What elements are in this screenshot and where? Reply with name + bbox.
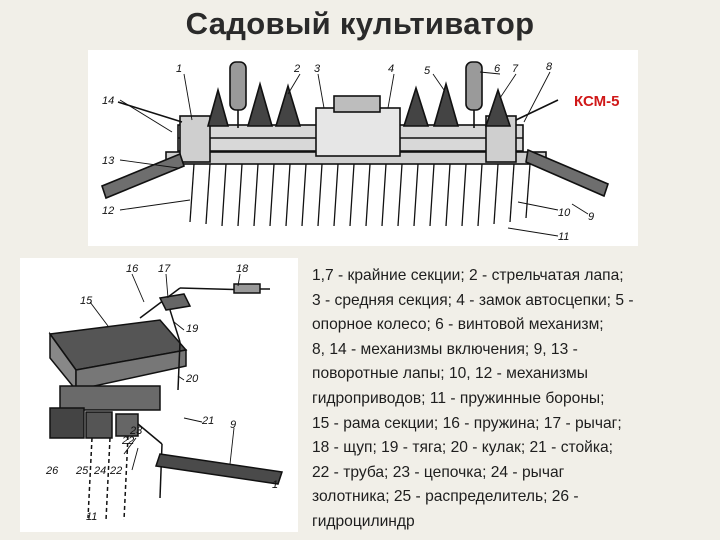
- callout-26: 26: [45, 465, 59, 477]
- callout-8: 8: [546, 61, 553, 73]
- legend-line: 3 - средняя секция; 4 - замок автосцепки…: [312, 291, 634, 309]
- callout-9: 9: [230, 419, 236, 431]
- legend-line: гидроприводов; 11 - пружинные бороны;: [312, 389, 605, 407]
- callout-9: 9: [588, 211, 594, 223]
- callout-1: 1: [176, 63, 182, 75]
- legend-line: 18 - щуп; 19 - тяга; 20 - кулак; 21 - ст…: [312, 439, 614, 457]
- callout-12: 12: [102, 205, 114, 217]
- callout-14: 14: [102, 95, 114, 107]
- callout-11: 11: [86, 511, 97, 523]
- legend-line: опорное колесо; 6 - винтовой механизм;: [312, 316, 604, 334]
- support-wheel-left: [229, 61, 247, 111]
- callout-1: 1: [272, 479, 278, 491]
- slide-title: Садовый культиватор: [185, 6, 535, 41]
- callout-7: 7: [512, 63, 519, 75]
- cultivator-front-diagram: 1 2 3 4 5 6 7 8 9 10 11 12 13 14 КСМ-5: [88, 50, 638, 246]
- callout-24: 24: [93, 465, 106, 477]
- cultivator-front-drawing: 1 2 3 4 5 6 7 8 9 10 11 12 13 14 КСМ-5: [101, 61, 619, 243]
- callout-3: 3: [314, 63, 321, 75]
- rotary-paw-left: [101, 152, 185, 200]
- support-wheel-right: [465, 61, 483, 111]
- legend-line: 22 - труба; 23 - цепочка; 24 - рычаг: [312, 463, 565, 481]
- callout-22b: 22: [109, 465, 122, 477]
- parts-legend: 1,7 - крайние секции; 2 - стрельчатая ла…: [312, 264, 712, 535]
- callout-10: 10: [558, 207, 571, 219]
- legend-line: 15 - рама секции; 16 - пружина; 17 - рыч…: [312, 414, 622, 432]
- legend-line: поворотные лапы; 10, 12 - механизмы: [312, 365, 588, 383]
- section-detail-drawing: 16 17 18 15 19 20 21 9 22 23 26 25 24 22…: [45, 263, 283, 523]
- callout-25: 25: [75, 465, 89, 477]
- middle-section: [315, 107, 401, 157]
- legend-line: 1,7 - крайние секции; 2 - стрельчатая ла…: [312, 267, 624, 284]
- callout-21: 21: [201, 415, 214, 427]
- rotary-paw: [155, 453, 283, 485]
- callout-19: 19: [186, 323, 198, 335]
- callout-4: 4: [388, 63, 394, 75]
- callout-13: 13: [102, 155, 115, 167]
- callout-5: 5: [424, 65, 431, 77]
- callout-2: 2: [293, 63, 300, 75]
- legend-line: золотника; 25 - распределитель; 26 -: [312, 488, 579, 506]
- callout-11: 11: [558, 231, 569, 243]
- callout-20: 20: [185, 373, 199, 385]
- section-detail-diagram: 16 17 18 15 19 20 21 9 22 23 26 25 24 22…: [20, 258, 298, 532]
- callout-6: 6: [494, 63, 501, 75]
- callout-23: 23: [129, 425, 143, 437]
- legend-line: гидроцилиндр: [312, 512, 415, 530]
- callout-17: 17: [158, 263, 171, 275]
- rotary-paw-right: [525, 148, 609, 198]
- legend-line: 8, 14 - механизмы включения; 9, 13 -: [312, 340, 578, 358]
- callout-16: 16: [126, 263, 139, 275]
- model-label: КСМ-5: [574, 93, 619, 110]
- callout-15: 15: [80, 295, 93, 307]
- callout-22a: 22: [121, 435, 134, 447]
- callout-18: 18: [236, 263, 249, 275]
